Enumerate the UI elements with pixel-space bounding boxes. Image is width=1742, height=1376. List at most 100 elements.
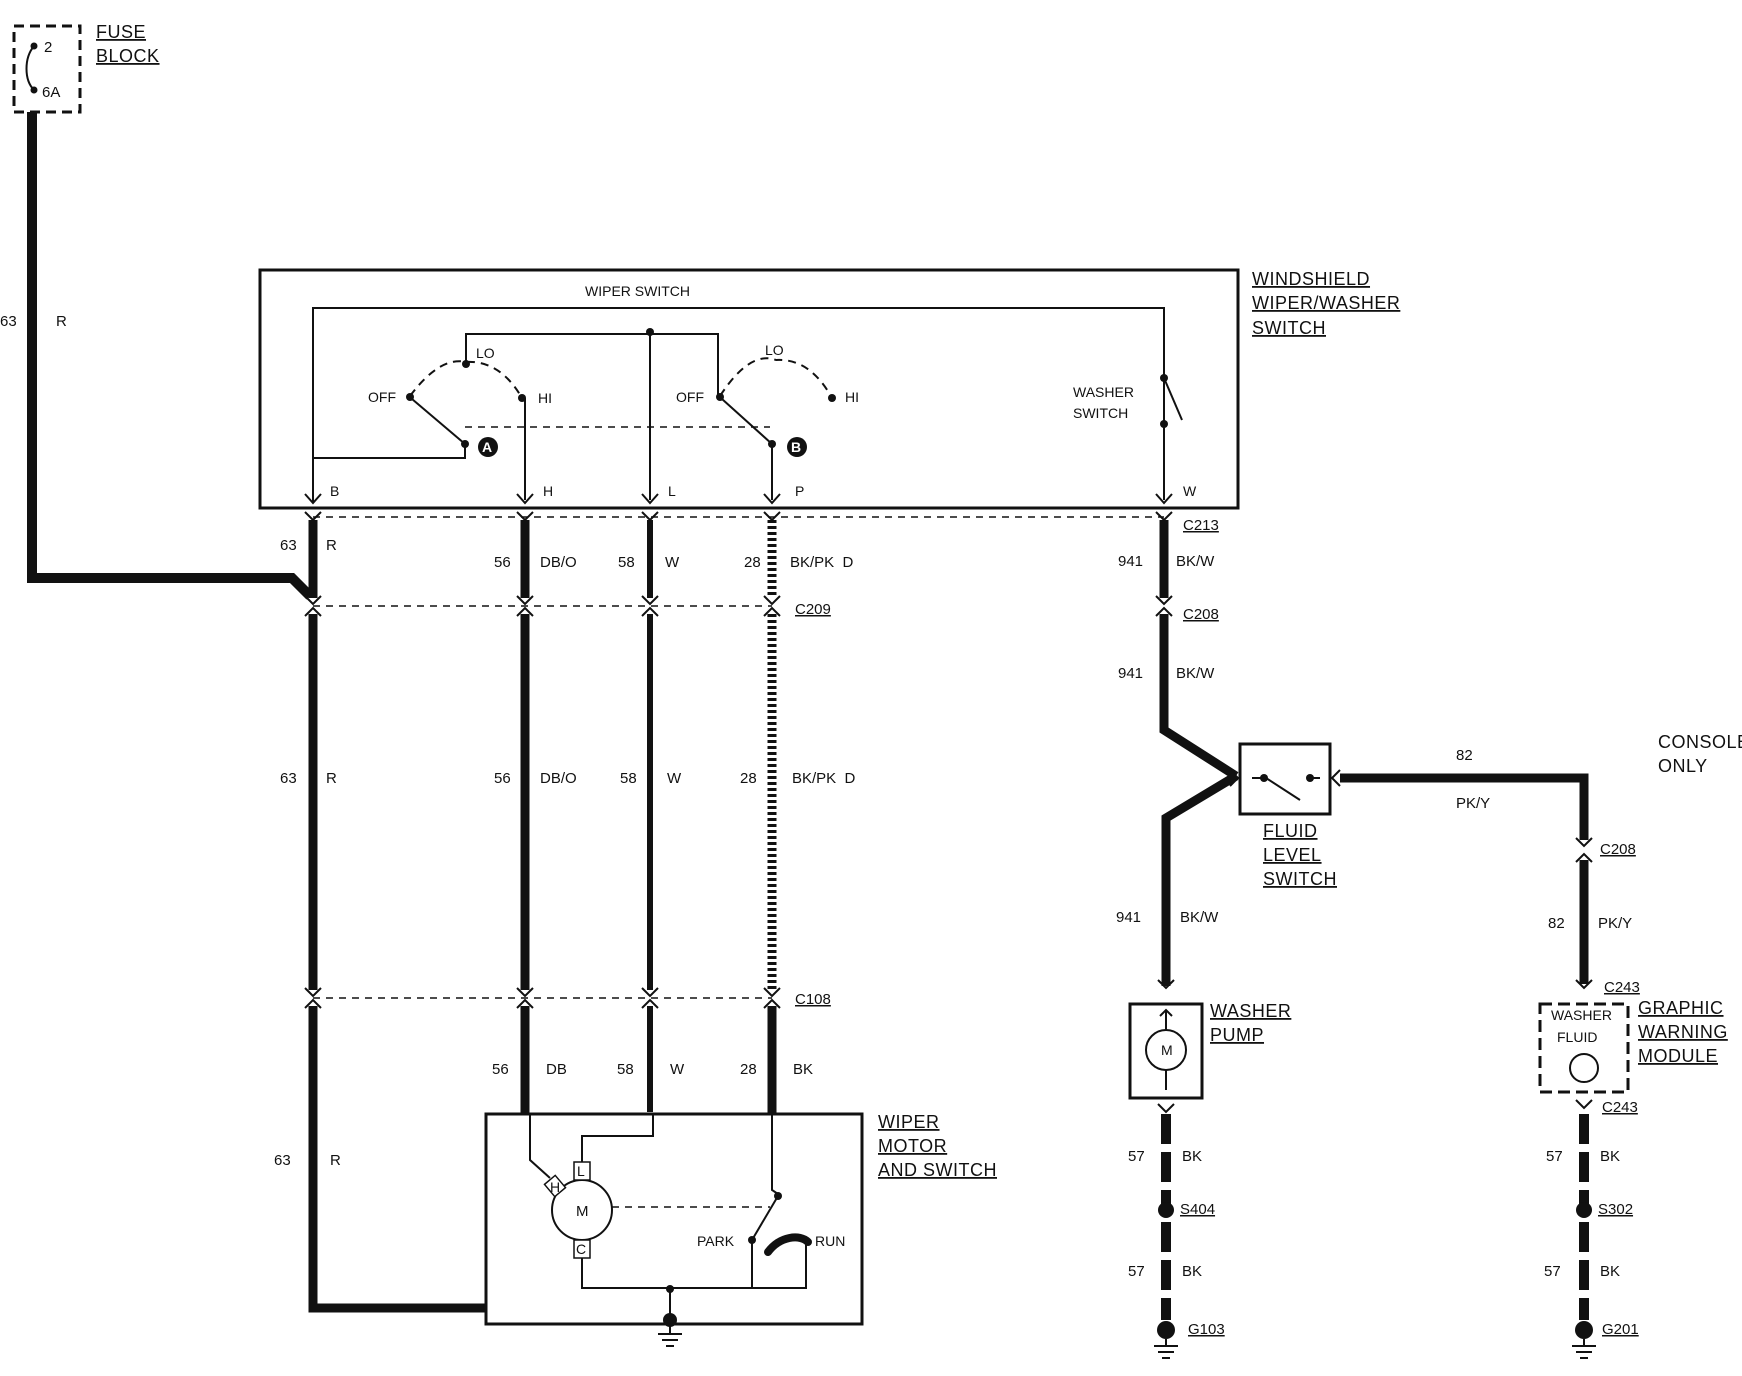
fluid-level-title-2: LEVEL bbox=[1263, 845, 1322, 865]
row3-wire2-color: W bbox=[670, 1061, 685, 1078]
left-wire2-color: BK bbox=[1182, 1263, 1202, 1280]
row1-wire2-circuit: 56 bbox=[494, 554, 511, 571]
graphic-warning-module: WASHER FLUID GRAPHIC WARNING MODULE C243… bbox=[1538, 979, 1728, 1116]
module-title-2: WARNING bbox=[1638, 1022, 1728, 1042]
pin-l: L bbox=[668, 483, 676, 499]
motor-term-h: H bbox=[550, 1179, 560, 1195]
left-wire1-circuit: 57 bbox=[1128, 1148, 1145, 1165]
row1-wire3-circuit: 58 bbox=[618, 554, 635, 571]
wire-63-feed-circuit: 63 bbox=[0, 313, 17, 330]
wire-63-lower-color: R bbox=[330, 1152, 341, 1169]
row2-wire3-circuit: 58 bbox=[620, 770, 637, 787]
connector-c108: C108 bbox=[795, 991, 831, 1008]
connector-c213: C213 bbox=[1183, 517, 1219, 534]
connector-c243-bottom: C243 bbox=[1602, 1099, 1638, 1116]
console-only-1: CONSOLE bbox=[1658, 732, 1742, 752]
ground-g103: G103 bbox=[1188, 1321, 1225, 1338]
wire-63-lower-circuit: 63 bbox=[274, 1152, 291, 1169]
module-inner-1: WASHER bbox=[1551, 1007, 1612, 1023]
connector-c208-console: C208 bbox=[1600, 841, 1636, 858]
contact-a-hi-label: HI bbox=[538, 390, 552, 406]
contact-a-off-label: OFF bbox=[368, 389, 396, 405]
row3-wire2-circuit: 58 bbox=[617, 1061, 634, 1078]
fuse-rating: 6A bbox=[42, 84, 60, 101]
row2-wire1-color: R bbox=[326, 770, 337, 787]
left-wire1-color: BK bbox=[1182, 1148, 1202, 1165]
row1-wire2-color: DB/O bbox=[540, 554, 577, 571]
splice-s302: S302 bbox=[1598, 1201, 1633, 1218]
harness-wires bbox=[304, 511, 781, 1313]
right-wire1-color: BK bbox=[1600, 1148, 1620, 1165]
row2-wire1-circuit: 63 bbox=[280, 770, 297, 787]
module-title-1: GRAPHIC bbox=[1638, 998, 1724, 1018]
pin-w: W bbox=[1183, 483, 1197, 499]
warning-circuit: 82 PK/Y 82 PK/Y C208 CONSOLE ONLY bbox=[1340, 732, 1742, 990]
switch-title-2: WIPER/WASHER bbox=[1252, 293, 1400, 313]
motor-park-label: PARK bbox=[697, 1233, 735, 1249]
fluid-level-switch: FLUID LEVEL SWITCH bbox=[1229, 742, 1341, 889]
row1-wire3-color: W bbox=[665, 554, 680, 571]
fuse-block-title-1: FUSE bbox=[96, 22, 146, 42]
marker-a: A bbox=[482, 439, 492, 455]
contact-b-off-label: OFF bbox=[676, 389, 704, 405]
row3-wire3-color: BK bbox=[793, 1061, 813, 1078]
warning-wire2-circuit: 82 bbox=[1548, 915, 1565, 932]
washer-pump-title-2: PUMP bbox=[1210, 1025, 1264, 1045]
connector-c243-top: C243 bbox=[1604, 979, 1640, 996]
row2-wire3-color: W bbox=[667, 770, 682, 787]
row1-wire4-color: BK/PK D bbox=[790, 554, 854, 571]
row1-wire1-color: R bbox=[326, 537, 337, 554]
module-inner-2: FLUID bbox=[1557, 1029, 1597, 1045]
washer-wire1-color: BK/W bbox=[1176, 553, 1215, 570]
wire-63-feed-color: R bbox=[56, 313, 67, 330]
right-wire1-circuit: 57 bbox=[1546, 1148, 1563, 1165]
windshield-wiper-washer-switch: WIPER SWITCH WINDSHIELD WIPER/WASHER SWI… bbox=[258, 268, 1400, 510]
washer-wire2-color: BK/W bbox=[1176, 665, 1215, 682]
washer-switch-label-1: WASHER bbox=[1073, 384, 1134, 400]
fuse-number: 2 bbox=[44, 39, 52, 56]
right-wire2-circuit: 57 bbox=[1544, 1263, 1561, 1280]
wiper-switch-inner-title: WIPER SWITCH bbox=[585, 283, 690, 299]
pump-motor-m: M bbox=[1161, 1042, 1173, 1058]
row1-wire1-circuit: 63 bbox=[280, 537, 297, 554]
contact-set-a: OFF LO HI A bbox=[368, 345, 770, 457]
row3-wire1-circuit: 56 bbox=[492, 1061, 509, 1078]
splice-s404: S404 bbox=[1180, 1201, 1215, 1218]
fuse-block-title-2: BLOCK bbox=[96, 46, 160, 66]
warning-wire2-color: PK/Y bbox=[1598, 915, 1632, 932]
washer-switch: WASHER SWITCH bbox=[1073, 374, 1183, 500]
connector-c208: C208 bbox=[1183, 606, 1219, 623]
pin-h: H bbox=[543, 483, 553, 499]
row2-wire2-circuit: 56 bbox=[494, 770, 511, 787]
wiper-motor-title-2: MOTOR bbox=[878, 1136, 947, 1156]
washer-wire3-color: BK/W bbox=[1180, 909, 1219, 926]
washer-wire2-circuit: 941 bbox=[1118, 665, 1143, 682]
module-title-3: MODULE bbox=[1638, 1046, 1718, 1066]
row3-wire3-circuit: 28 bbox=[740, 1061, 757, 1078]
washer-pump: M WASHER PUMP bbox=[1128, 1001, 1291, 1114]
contact-b-lo-label: LO bbox=[765, 342, 784, 358]
console-only-2: ONLY bbox=[1658, 756, 1708, 776]
pin-b: B bbox=[330, 483, 339, 499]
washer-wire3-circuit: 941 bbox=[1116, 909, 1141, 926]
row2-wire4-color: BK/PK D bbox=[792, 770, 856, 787]
contact-set-b: OFF LO HI B bbox=[676, 342, 859, 457]
warning-wire1-color: PK/Y bbox=[1456, 795, 1490, 812]
pin-p: P bbox=[795, 483, 804, 499]
fuse-block: 2 6A FUSE BLOCK bbox=[12, 22, 160, 114]
row1-wire4-circuit: 28 bbox=[744, 554, 761, 571]
contact-b-hi-label: HI bbox=[845, 389, 859, 405]
wire-63-feed: 63 R bbox=[0, 112, 314, 600]
washer-pump-title-1: WASHER bbox=[1210, 1001, 1291, 1021]
warning-wire1-circuit: 82 bbox=[1456, 747, 1473, 764]
wire-labels-row-1: 63 R 56 DB/O 58 W 28 BK/PK D bbox=[280, 537, 854, 571]
switch-title-3: SWITCH bbox=[1252, 318, 1326, 338]
marker-b: B bbox=[791, 439, 801, 455]
fluid-level-title-1: FLUID bbox=[1263, 821, 1318, 841]
motor-term-l: L bbox=[577, 1163, 585, 1179]
motor-m: M bbox=[576, 1203, 589, 1220]
wire-labels-row-3: 56 DB 58 W 28 BK 63 R bbox=[274, 1061, 813, 1169]
switch-title-1: WINDSHIELD bbox=[1252, 269, 1370, 289]
wiper-motor-title-3: AND SWITCH bbox=[878, 1160, 997, 1180]
